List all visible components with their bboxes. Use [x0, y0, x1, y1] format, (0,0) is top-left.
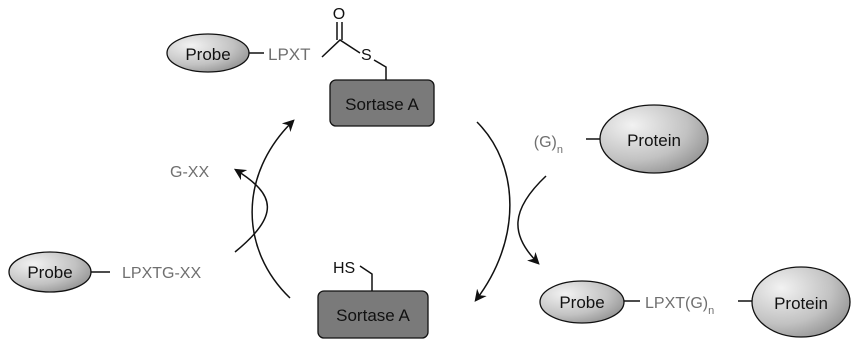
free-enzyme: HS Sortase A — [317, 260, 429, 339]
thiol-enzyme-bond — [359, 265, 373, 291]
substrate-label: LPXTG-XX — [122, 265, 201, 282]
sulfur-enzyme-bond — [373, 59, 387, 80]
sortase-a-box-top — [329, 79, 435, 127]
thiol-label: HS — [333, 260, 355, 277]
reaction-cycle-arrows — [233, 119, 547, 302]
sortase-a-label-bottom: Sortase A — [336, 306, 410, 325]
protein-label-top: Protein — [627, 131, 681, 150]
carbonyl-oxygen: O — [333, 6, 345, 23]
arrow-leaving-group — [233, 168, 269, 253]
arrow-free-to-acyl-enzyme — [251, 119, 295, 299]
probe-ellipse-product — [539, 280, 625, 324]
acyl-enzyme-intermediate: Probe LPXT O S Sortase A — [166, 6, 435, 127]
probe-label-substrate: Probe — [27, 263, 72, 282]
sortase-a-box-bottom — [317, 290, 429, 339]
protein-ellipse-top — [599, 104, 709, 174]
glycine-label: (G)n — [534, 134, 563, 156]
oligoglycine-protein: (G)n Protein — [534, 104, 709, 174]
thioester-sulfur: S — [361, 47, 372, 64]
sortase-a-label-top: Sortase A — [345, 95, 419, 114]
arrow-glycine-attack — [517, 175, 547, 265]
leaving-group-label: G-XX — [170, 164, 209, 181]
protein-label-product: Protein — [774, 294, 828, 313]
ligation-product: Probe LPXT(G)n Protein — [539, 266, 851, 338]
arrow-acyl-to-free-enzyme — [474, 121, 511, 302]
protein-ellipse-product — [751, 266, 851, 338]
linker-text-product: LPXT(G)n — [645, 295, 714, 317]
substrate-and-leaving-group: G-XX Probe LPXTG-XX — [8, 164, 209, 293]
probe-label-product: Probe — [559, 293, 604, 312]
probe-label-top: Probe — [185, 45, 230, 64]
linker-text-top: LPXT — [268, 45, 311, 64]
thioester-bonds — [321, 39, 361, 58]
